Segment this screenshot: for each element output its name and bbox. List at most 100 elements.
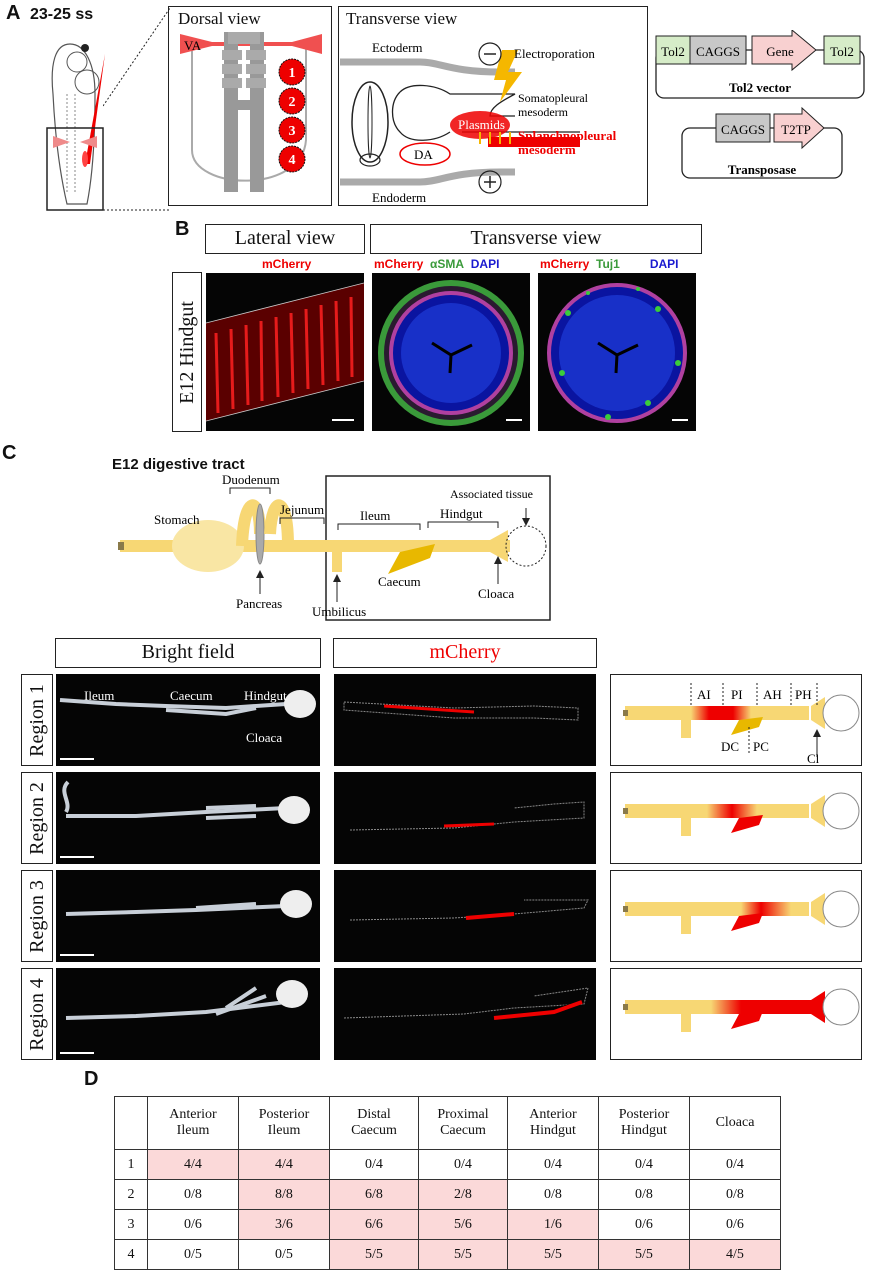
table-cell: 3/6	[238, 1209, 330, 1240]
bright-field-region-1: Ileum Caecum Hindgut Cloaca	[56, 674, 320, 766]
somatopleural-label-1: Somatopleural	[518, 91, 589, 105]
embryo-illustration	[46, 43, 105, 211]
transverse-view-header: Transverse view	[370, 224, 702, 254]
table-cell: 5/5	[329, 1239, 419, 1270]
schematic-region-4	[610, 968, 862, 1060]
scale-bar	[672, 419, 688, 421]
table-cell: 0/6	[598, 1209, 690, 1240]
caggs-label-1: CAGGS	[696, 44, 740, 59]
transverse-schematic: Ectoderm Electroporation Somatopleural m…	[340, 40, 617, 204]
table-header: Cloaca	[689, 1096, 781, 1150]
region-marker-3: 3	[289, 124, 296, 139]
table-cell: 5/6	[418, 1209, 508, 1240]
bright-field-header: Bright field	[55, 638, 321, 668]
mcherry-region-1	[334, 674, 596, 766]
region-marker-1: 1	[289, 66, 296, 81]
hindgut-label: Hindgut	[440, 506, 483, 521]
table-cell: 0/8	[689, 1179, 781, 1210]
transverse-view-box	[338, 6, 648, 206]
scale-bar	[506, 419, 522, 421]
mcherry-region-2	[334, 772, 596, 864]
table-row: 2 0/8 8/8 6/8 2/8 0/8 0/8 0/8	[114, 1179, 781, 1210]
transverse-view-title: Transverse view	[346, 9, 458, 28]
photo-hindgut-label: Hindgut	[244, 688, 287, 703]
table-cell: 8/8	[238, 1179, 330, 1210]
electroporation-label: Electroporation	[514, 46, 595, 61]
tuj1-panel-labels: mCherry Tuj1 DAPI	[540, 257, 679, 271]
splanchnopleural-label-1: Splanchnopleural	[518, 128, 617, 143]
table-cell: 6/6	[329, 1209, 419, 1240]
bright-field-region-2	[56, 772, 320, 864]
table-row: 1 4/4 4/4 0/4 0/4 0/4 0/4 0/4	[114, 1149, 781, 1180]
caggs-label-2: CAGGS	[721, 122, 765, 137]
table-cell: 6/8	[329, 1179, 419, 1210]
schematic-ph-label: PH	[795, 687, 812, 702]
digestive-tract-diagram: Stomach Duodenum Jejunum Ileum Hindgut A…	[118, 474, 551, 621]
vector-diagrams: Tol2 CAGGS Gene Tol2 Tol2 vector CAGGS T…	[655, 30, 865, 179]
photo-caecum-label: Caecum	[170, 688, 213, 703]
panel-a-letter: A	[6, 2, 21, 24]
transverse-tuj1-image	[538, 273, 696, 431]
da-label: DA	[414, 147, 433, 162]
table-cell: 5/5	[507, 1239, 599, 1270]
schematic-ah-label: AH	[763, 687, 782, 702]
dorsal-view-box	[168, 6, 332, 206]
table-cell: 0/4	[418, 1149, 508, 1180]
schematic-ai-label: AI	[697, 687, 711, 702]
pancreas-label: Pancreas	[236, 596, 282, 611]
associated-tissue-label: Associated tissue	[450, 487, 533, 501]
table-cell: 0/8	[598, 1179, 690, 1210]
panel-c-letter: C	[2, 442, 17, 464]
region-4-label: Region 4	[21, 968, 53, 1060]
bright-field-region-4	[56, 968, 320, 1060]
somatopleural-label-2: mesoderm	[518, 105, 569, 119]
scale-bar	[60, 856, 94, 858]
region-marker-4: 4	[289, 153, 296, 168]
table-cell: 1/6	[507, 1209, 599, 1240]
asma-panel-labels: mCherry αSMA DAPI	[374, 257, 500, 271]
panel-d-letter: D	[84, 1068, 99, 1090]
digestive-tract-title: E12 digestive tract	[112, 456, 245, 473]
region-2-label: Region 2	[21, 772, 53, 864]
dorsal-view-title: Dorsal view	[178, 9, 261, 28]
dorsal-schematic: 1 2 3 4 VA	[180, 32, 322, 192]
tol2-left-label: Tol2	[661, 44, 685, 59]
table-cell: 0/5	[147, 1239, 239, 1270]
region-marker-2: 2	[289, 95, 296, 110]
table-row: 4 0/5 0/5 5/5 5/5 5/5 5/5 4/5	[114, 1239, 781, 1270]
va-label: VA	[184, 38, 202, 53]
table-cell: 0/4	[329, 1149, 419, 1180]
region-3-label: Region 3	[21, 870, 53, 962]
table-corner	[114, 1096, 148, 1150]
table-cell: 0/6	[147, 1209, 239, 1240]
schematic-pi-label: PI	[731, 687, 743, 702]
table-cell: 0/4	[689, 1149, 781, 1180]
lateral-view-header: Lateral view	[205, 224, 365, 254]
mcherry-region-4	[334, 968, 596, 1060]
table-cell: 4/4	[238, 1149, 330, 1180]
scale-bar	[60, 1052, 94, 1054]
table-cell: 5/5	[418, 1239, 508, 1270]
umbilicus-label: Umbilicus	[312, 604, 366, 619]
schematic-region-1: AI PI AH PH DC PC Cl	[610, 674, 862, 766]
table-cell: 4/4	[147, 1149, 239, 1180]
row-region: 4	[114, 1239, 148, 1270]
row-region: 2	[114, 1179, 148, 1210]
bright-field-region-3	[56, 870, 320, 962]
table-cell: 0/4	[507, 1149, 599, 1180]
lateral-mcherry-image	[206, 273, 364, 431]
e12-hindgut-label: E12 Hindgut	[172, 272, 202, 432]
scale-bar	[60, 954, 94, 956]
schematic-pc-label: PC	[753, 739, 769, 754]
scale-bar	[332, 419, 354, 421]
photo-cloaca-label: Cloaca	[246, 730, 283, 745]
lateral-mcherry-label: mCherry	[262, 257, 312, 271]
table-cell: 0/4	[598, 1149, 690, 1180]
table-cell: 0/6	[689, 1209, 781, 1240]
table-cell: 0/8	[507, 1179, 599, 1210]
